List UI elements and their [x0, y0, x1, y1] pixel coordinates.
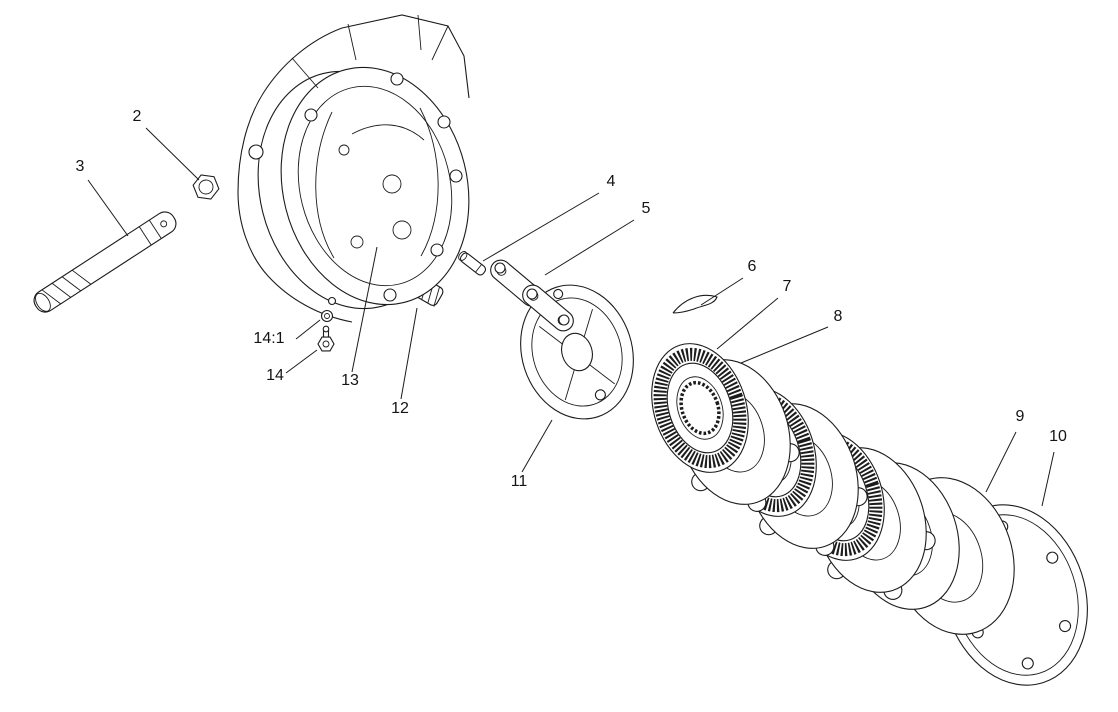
grease-fitting	[317, 325, 335, 352]
leader-line-3	[87, 179, 129, 237]
callout-label-11: 11	[511, 473, 528, 490]
check-ball	[327, 296, 337, 306]
leader-line-4	[482, 192, 600, 262]
leader-line-11	[521, 419, 553, 473]
leader-line-14	[285, 349, 318, 374]
leader-line-9	[985, 431, 1017, 493]
link-plates	[490, 259, 574, 332]
leader-line-2	[145, 127, 200, 181]
leader-line-13	[351, 246, 378, 373]
callout-labels: 2 3 4 5 6 7 8 9 10 11 12 13 14 14:1	[76, 108, 1067, 490]
callout-label-13: 13	[341, 372, 359, 389]
callout-label-12: 12	[391, 400, 409, 417]
callout-label-9: 9	[1016, 408, 1025, 425]
leader-line-5	[544, 219, 635, 276]
callout-label-6: 6	[748, 258, 757, 275]
callout-label-4: 4	[607, 173, 616, 190]
gearbox-housing	[237, 14, 470, 323]
leader-line-14-1	[295, 319, 321, 340]
callout-label-3: 3	[76, 158, 85, 175]
leader-line-10	[1041, 451, 1055, 507]
brake-rod	[33, 211, 177, 313]
leader-lines	[87, 127, 1055, 507]
hex-nut	[192, 174, 220, 200]
callout-label-10: 10	[1049, 428, 1067, 445]
callout-label-2: 2	[133, 108, 142, 125]
retaining-clip	[672, 294, 718, 314]
callout-label-8: 8	[834, 308, 843, 325]
callout-label-7: 7	[783, 278, 792, 295]
clevis-pin	[458, 251, 487, 276]
leader-line-8	[740, 326, 829, 364]
callout-label-14-1: 14:1	[253, 330, 284, 347]
leader-line-12	[400, 307, 418, 400]
leader-line-6	[700, 277, 744, 306]
callout-label-14: 14	[266, 367, 284, 384]
leader-line-7	[716, 297, 779, 350]
callout-label-5: 5	[642, 200, 651, 217]
washer	[320, 309, 334, 323]
